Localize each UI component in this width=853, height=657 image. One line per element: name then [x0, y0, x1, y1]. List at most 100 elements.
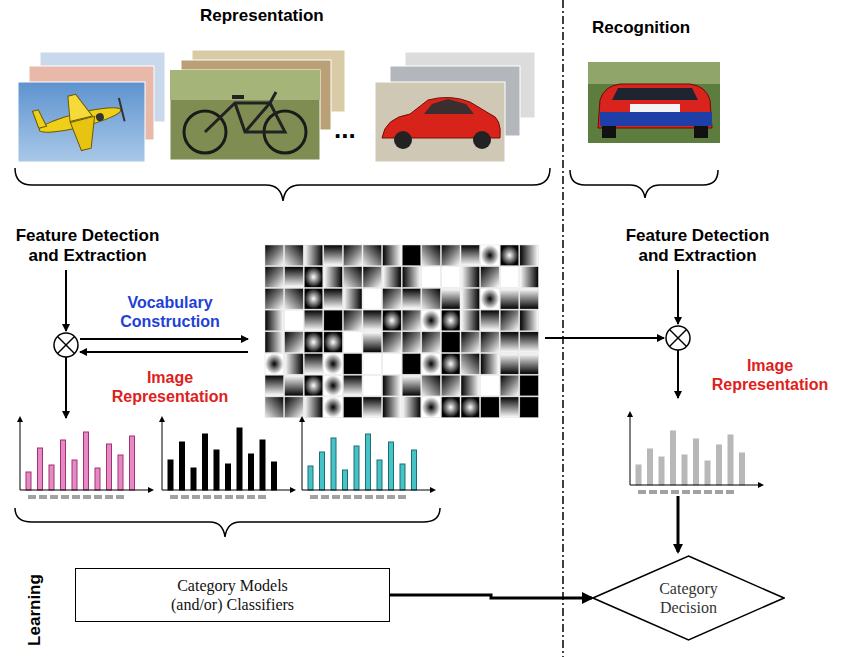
histogram-bar — [168, 460, 173, 490]
axis-ticks — [354, 495, 362, 499]
histograms — [17, 411, 764, 499]
patch — [324, 267, 343, 288]
patch — [304, 375, 323, 396]
patch — [441, 310, 460, 331]
axis-ticks — [649, 490, 657, 494]
histogram-bar — [203, 434, 208, 490]
patch — [363, 310, 382, 331]
axis-ticks — [376, 495, 384, 499]
axis-ticks — [225, 495, 233, 499]
node-text: Category Models (and/or) Classifiers — [158, 576, 308, 614]
patch — [324, 397, 343, 418]
axis-ticks — [105, 495, 113, 499]
axis-ticks — [116, 495, 124, 499]
patch — [324, 375, 343, 396]
patch — [383, 332, 402, 353]
patch — [500, 375, 519, 396]
patch — [422, 354, 441, 375]
patch — [461, 375, 480, 396]
histogram-bar — [260, 440, 265, 490]
ellipsis-mark: ... — [334, 114, 356, 145]
bicycle-photos — [170, 50, 345, 160]
patch — [265, 397, 284, 418]
histogram-bar — [308, 466, 313, 490]
axis-ticks — [660, 490, 668, 494]
axis-ticks — [343, 495, 351, 499]
patch — [402, 397, 421, 418]
patch — [343, 332, 362, 353]
patch — [363, 375, 382, 396]
histogram-bar — [694, 439, 699, 485]
patch — [481, 354, 500, 375]
patch — [343, 288, 362, 309]
axis — [758, 482, 764, 488]
axis-ticks — [704, 490, 712, 494]
histogram-bar — [320, 452, 325, 490]
section-heading: Representation — [200, 6, 324, 26]
patch — [304, 288, 323, 309]
brace — [15, 508, 440, 537]
patch — [441, 245, 460, 266]
patch — [363, 332, 382, 353]
connector-arrow — [390, 595, 592, 598]
patch — [285, 332, 304, 353]
patch — [265, 375, 284, 396]
patch — [402, 245, 421, 266]
axis-ticks — [181, 495, 189, 499]
patch — [265, 310, 284, 331]
axis-ticks — [321, 495, 329, 499]
histogram-bar — [717, 445, 722, 485]
axis-ticks — [693, 490, 701, 494]
step-label: Image Representation — [700, 356, 840, 394]
section-heading: Learning — [25, 570, 45, 650]
axis-ticks — [39, 495, 47, 499]
patch — [304, 267, 323, 288]
patch — [402, 354, 421, 375]
axis — [630, 415, 758, 485]
axis-ticks — [94, 495, 102, 499]
airplane-photos — [18, 52, 165, 162]
flow-arrow — [65, 270, 67, 331]
patch — [422, 288, 441, 309]
patch — [441, 332, 460, 353]
patch — [383, 310, 402, 331]
axis-ticks — [214, 495, 222, 499]
patch — [461, 267, 480, 288]
axis — [159, 416, 165, 422]
histogram-bar — [191, 468, 196, 490]
patch — [481, 375, 500, 396]
flow-arrow — [80, 351, 248, 353]
patch — [265, 267, 284, 288]
axis — [302, 420, 430, 490]
axis-ticks — [726, 490, 734, 494]
histogram-bar — [226, 464, 231, 490]
patch — [324, 288, 343, 309]
patch — [304, 310, 323, 331]
axis-ticks — [332, 495, 340, 499]
patch — [324, 310, 343, 331]
histogram-bar — [237, 428, 242, 490]
diamond-outline — [593, 556, 784, 640]
axis-ticks — [203, 495, 211, 499]
patch — [304, 397, 323, 418]
axis-ticks — [61, 495, 69, 499]
axis-ticks — [28, 495, 36, 499]
histogram — [299, 416, 436, 499]
separator-line — [562, 0, 564, 657]
node-text: Category Decision — [649, 579, 729, 617]
combine-symbol — [666, 326, 690, 350]
axis-ticks — [365, 495, 373, 499]
histogram-bar — [49, 465, 54, 490]
patch — [461, 332, 480, 353]
patch — [422, 397, 441, 418]
diamond-outline — [592, 555, 785, 641]
patch — [461, 354, 480, 375]
histogram-bar — [728, 435, 733, 485]
patch — [520, 332, 539, 353]
car-photos — [375, 52, 535, 162]
patch — [304, 332, 323, 353]
patch — [343, 267, 362, 288]
patch — [363, 288, 382, 309]
patch — [441, 288, 460, 309]
histogram-bar — [249, 454, 254, 490]
